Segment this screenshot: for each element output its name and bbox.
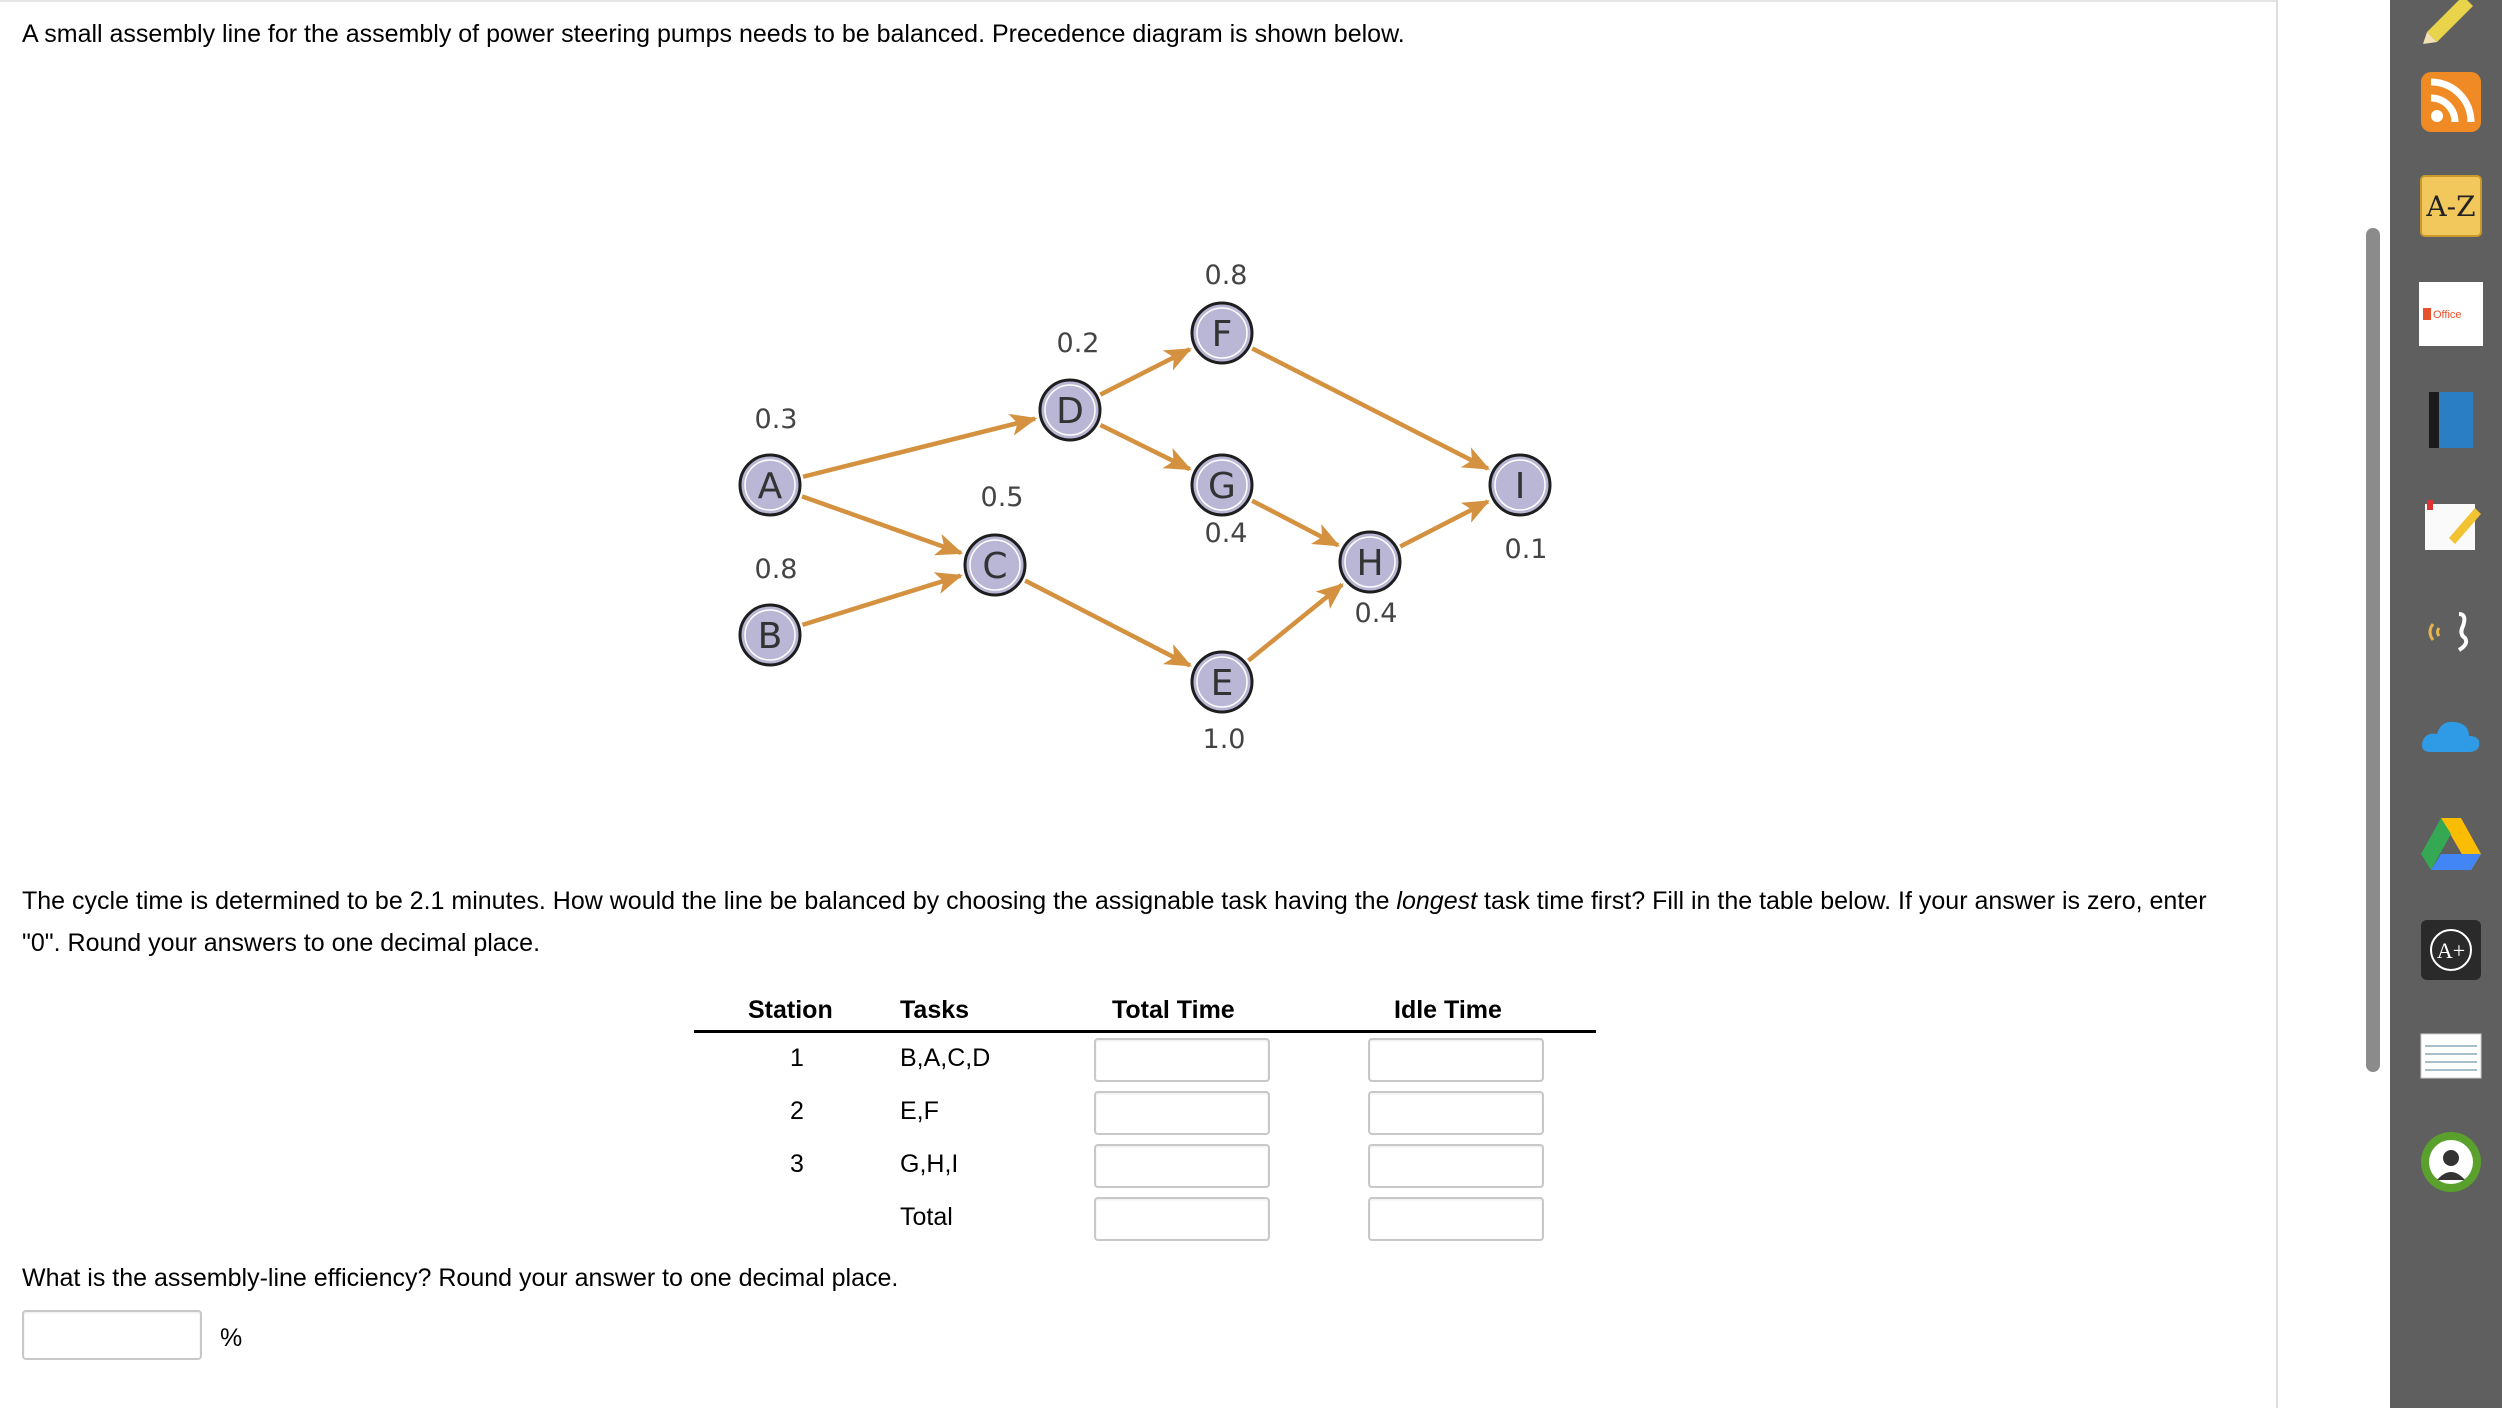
node-ring-A: [744, 459, 796, 511]
content-divider: [2276, 0, 2278, 1408]
station-3: 3: [790, 1150, 804, 1178]
task-time-F: 0.8: [1205, 260, 1248, 291]
profile-icon[interactable]: [2419, 1130, 2483, 1194]
edge-E-H: [1246, 582, 1344, 663]
flashcards-icon[interactable]: [2419, 1024, 2483, 1088]
node-ring-D: [1044, 384, 1096, 436]
edge-A-D: [802, 413, 1038, 479]
tasks-1: B,A,C,D: [900, 1044, 991, 1072]
edge-G-H: [1251, 498, 1341, 548]
node-C: [963, 533, 1027, 597]
table-header-rule: [694, 1030, 1596, 1033]
question-emphasis: longest: [1396, 887, 1478, 915]
node-ring-G: [1196, 459, 1248, 511]
total-time-input-total[interactable]: [1094, 1197, 1270, 1241]
node-label-D: D: [1056, 391, 1084, 432]
node-ring-H: [1344, 536, 1396, 588]
scrollbar-thumb[interactable]: [2366, 228, 2380, 1072]
node-D: [1038, 378, 1102, 442]
precedence-diagram: A B C D E F G H I 0.3 0.8 0.5 0.2 1.0 0.8 0.4 0.4 0.1: [738, 260, 1552, 755]
node-ring-I: [1494, 459, 1546, 511]
efficiency-unit: %: [220, 1324, 243, 1352]
node-I: [1488, 453, 1552, 517]
total-time-input-2[interactable]: [1094, 1091, 1270, 1135]
task-time-E: 1.0: [1203, 724, 1246, 755]
node-label-C: C: [982, 546, 1007, 587]
node-B: [738, 603, 802, 667]
edge-H-I: [1399, 499, 1490, 549]
edge-A-C: [801, 494, 964, 556]
problem-intro: A small assembly line for the assembly o…: [22, 20, 1405, 48]
station-1: 1: [790, 1044, 804, 1072]
problem-question: The cycle time is determined to be 2.1 m…: [22, 880, 2222, 964]
office-icon[interactable]: Office: [2419, 282, 2483, 346]
task-time-A: 0.3: [755, 404, 798, 435]
tasks-2: E,F: [900, 1097, 939, 1125]
node-A: [738, 453, 802, 517]
task-time-I: 0.1: [1505, 534, 1548, 565]
speech-icon[interactable]: [2419, 600, 2483, 664]
notepad-icon[interactable]: [2419, 494, 2483, 558]
edge-C-E: [1024, 578, 1193, 668]
edge-D-G: [1099, 423, 1192, 472]
rss-icon[interactable]: [2419, 70, 2483, 134]
node-ring-B: [744, 609, 796, 661]
header-tasks: Tasks: [900, 996, 970, 1024]
node-H: [1338, 530, 1402, 594]
node-label-I: I: [1515, 466, 1526, 507]
header-station: Station: [748, 996, 833, 1024]
task-time-B: 0.8: [755, 554, 798, 585]
grade-icon[interactable]: A+: [2419, 918, 2483, 982]
node-label-E: E: [1211, 663, 1234, 704]
a-z-icon[interactable]: A-Z: [2419, 174, 2483, 238]
efficiency-question: What is the assembly-line efficiency? Ro…: [22, 1264, 899, 1292]
header-total-time: Total Time: [1112, 996, 1235, 1024]
node-ring-E: [1196, 656, 1248, 708]
svg-text:A+: A+: [2437, 938, 2465, 963]
question-text-1: The cycle time is determined to be 2.1 m…: [22, 887, 1397, 915]
task-time-H: 0.4: [1355, 598, 1398, 629]
node-label-H: H: [1356, 543, 1383, 584]
task-time-D: 0.2: [1057, 328, 1100, 359]
node-ring-C: [969, 539, 1021, 591]
edge-F-I: [1251, 346, 1490, 471]
book-icon[interactable]: [2419, 388, 2483, 452]
node-G: [1190, 453, 1254, 517]
edge-D-F: [1099, 347, 1192, 397]
idle-time-input-3[interactable]: [1368, 1144, 1544, 1188]
idle-time-input-2[interactable]: [1368, 1091, 1544, 1135]
question-text-2: task time first? Fill in the table below…: [22, 887, 2207, 957]
node-E: [1190, 650, 1254, 714]
node-ring-F: [1196, 307, 1248, 359]
total-time-input-3[interactable]: [1094, 1144, 1270, 1188]
idle-time-input-1[interactable]: [1368, 1038, 1544, 1082]
svg-text:A-Z: A-Z: [2425, 190, 2475, 223]
node-F: [1190, 301, 1254, 365]
node-label-F: F: [1212, 314, 1233, 355]
pencil-icon[interactable]: [2419, 0, 2483, 44]
efficiency-input[interactable]: [22, 1310, 202, 1360]
task-time-C: 0.5: [981, 482, 1024, 513]
tasks-total-label: Total: [900, 1203, 953, 1231]
total-time-input-1[interactable]: [1094, 1038, 1270, 1082]
station-2: 2: [790, 1097, 804, 1125]
idle-time-input-total[interactable]: [1368, 1197, 1544, 1241]
task-time-G: 0.4: [1205, 518, 1248, 549]
tasks-3: G,H,I: [900, 1150, 959, 1178]
drive-icon[interactable]: [2419, 812, 2483, 876]
edge-B-C: [801, 572, 963, 628]
svg-text:Office: Office: [2433, 309, 2462, 321]
cloud-icon[interactable]: [2419, 706, 2483, 770]
node-label-A: A: [758, 466, 783, 507]
node-label-G: G: [1208, 466, 1236, 507]
node-label-B: B: [758, 616, 783, 657]
header-idle-time: Idle Time: [1394, 996, 1502, 1024]
